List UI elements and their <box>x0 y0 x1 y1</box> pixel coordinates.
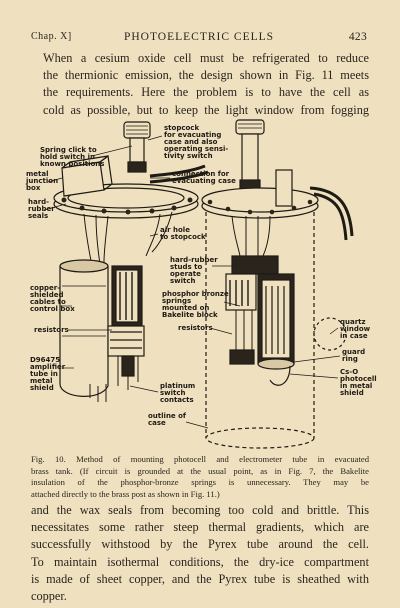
caption-line: attached directly to the brass post as s… <box>31 488 220 499</box>
text-line: the requirements. Here the problem is to… <box>43 85 369 100</box>
svg-text:resistors: resistors <box>178 324 213 332</box>
text-line: To maintain isothermal conditions, the d… <box>31 554 369 569</box>
running-title: PHOTOELECTRIC CELLS <box>123 31 275 43</box>
text-line: successfully withstood by the Pyrex tube… <box>31 537 369 552</box>
svg-text:resistors: resistors <box>34 326 69 334</box>
right-assembly <box>201 119 354 449</box>
text-line: When a cesium oxide cell must be refrige… <box>43 51 369 65</box>
running-header: Chap. X] PHOTOELECTRIC CELLS 423 <box>31 31 367 47</box>
caption-line: Fig. 10. Method of mounting photocell an… <box>31 454 369 464</box>
text-line: necessitates some rather steep thermal g… <box>31 520 369 535</box>
figure-caption: Fig. 10. Method of mounting photocell an… <box>31 454 369 500</box>
caption-line: insulation of the phosphor-bronze spring… <box>31 477 369 488</box>
paragraph-top: When a cesium oxide cell must be refrige… <box>31 50 369 119</box>
caption-line: brass tank. (If circuit is grounded at t… <box>31 465 369 476</box>
paragraph-bottom: and the wax seals from becoming too cold… <box>31 502 369 605</box>
left-assembly <box>53 121 209 402</box>
chapter-label: Chap. X] <box>31 31 72 42</box>
page-number: 423 <box>348 31 367 43</box>
leader-lines <box>43 135 341 429</box>
text-line: is made of sheet copper, and the Pyrex t… <box>31 571 369 586</box>
text-line: and the wax seals from becoming too cold… <box>31 503 369 517</box>
text-line: copper. <box>31 589 67 604</box>
text-line: the thermionic emission, the design show… <box>43 68 369 83</box>
text-line: cold as possible, but to keep the light … <box>43 102 369 117</box>
